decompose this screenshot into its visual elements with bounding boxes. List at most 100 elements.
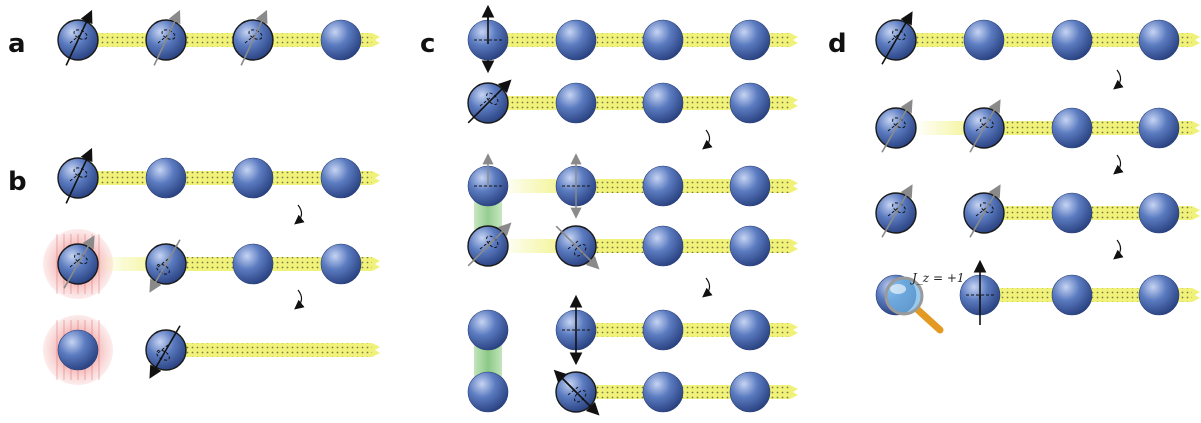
sphere-body — [642, 19, 684, 61]
measurement-label: J_z = +1 — [909, 271, 965, 285]
bloch-dash — [567, 386, 579, 396]
site-sphere — [1051, 274, 1093, 316]
bloch-dash — [157, 34, 169, 44]
transition-arrow-icon — [294, 204, 305, 225]
site-sphere — [1138, 107, 1180, 149]
site-sphere — [145, 325, 187, 379]
site-sphere — [555, 225, 600, 270]
bloch-dash — [244, 34, 256, 44]
bond-band — [62, 33, 372, 47]
spin-arrow-icon — [553, 369, 577, 393]
bond-band-end — [1192, 206, 1200, 220]
site-sphere — [875, 99, 917, 153]
spin-arrow-icon — [65, 147, 93, 204]
sphere-body — [729, 165, 771, 207]
bond-band-fading — [500, 239, 560, 253]
site-sphere — [320, 243, 362, 285]
site-sphere — [729, 82, 771, 124]
transition-arrow-icon — [1113, 69, 1124, 90]
panel-label-c: c — [420, 29, 435, 59]
sphere-body — [467, 309, 509, 351]
bond-band-end — [790, 33, 798, 47]
bloch-dash — [69, 172, 81, 182]
bloch-dash — [69, 258, 81, 268]
sphere-body — [1051, 19, 1093, 61]
spin-chain-diagram — [43, 4, 1200, 416]
bloch-dash — [975, 122, 987, 132]
site-sphere — [555, 19, 597, 61]
sphere-body — [642, 225, 684, 267]
spin-arrow-icon — [969, 184, 1001, 238]
site-sphere — [729, 19, 771, 61]
transition-arrow-icon — [702, 277, 713, 298]
bloch-dash — [479, 240, 491, 250]
site-sphere — [57, 9, 99, 66]
bloch-dash — [887, 34, 899, 44]
site-sphere — [642, 371, 684, 413]
bond-band — [160, 343, 372, 357]
site-sphere — [467, 79, 512, 124]
site-sphere — [875, 184, 917, 238]
bond-band — [880, 33, 1192, 47]
spin-arrow-icon — [240, 9, 268, 66]
sphere-body — [467, 371, 509, 413]
bond-band-fading — [914, 121, 972, 135]
spin-arrow-icon — [467, 222, 512, 267]
sphere-body — [320, 19, 362, 61]
site-sphere — [145, 239, 187, 293]
bloch-dash — [887, 122, 899, 132]
transition-arrow-icon — [294, 289, 305, 310]
bond-band-end — [372, 171, 380, 185]
site-sphere — [642, 19, 684, 61]
sphere-body — [729, 19, 771, 61]
sphere-body — [963, 19, 1005, 61]
site-sphere — [1138, 19, 1180, 61]
site-sphere — [145, 9, 187, 66]
bloch-dash — [479, 97, 491, 107]
bond-band-end — [1192, 121, 1200, 135]
sphere-body — [1051, 107, 1093, 149]
bond-band-end — [372, 343, 380, 357]
bond-band-end — [790, 179, 798, 193]
site-sphere — [57, 147, 99, 204]
spin-arrow-icon — [881, 99, 913, 153]
spin-arrow-icon — [63, 235, 95, 289]
site-sphere — [1138, 192, 1180, 234]
sphere-body — [555, 82, 597, 124]
spin-arrow-icon — [467, 79, 512, 124]
bloch-dash — [157, 258, 169, 268]
bond-band-end — [790, 239, 798, 253]
panel-label-d: d — [828, 29, 847, 59]
bond-band-end — [790, 96, 798, 110]
spin-arrow-icon — [881, 184, 913, 238]
panel-label-a: a — [8, 29, 26, 59]
site-sphere — [729, 309, 771, 351]
sphere-body — [57, 329, 99, 371]
transition-arrow-icon — [702, 129, 713, 150]
site-sphere — [1051, 192, 1093, 234]
sphere-body — [642, 371, 684, 413]
bloch-dash — [69, 34, 81, 44]
spin-arrow-icon — [149, 325, 181, 379]
site-sphere — [1138, 274, 1180, 316]
spin-arrow-icon — [149, 239, 181, 293]
bloch-dash — [975, 207, 987, 217]
sphere-body — [1051, 192, 1093, 234]
sphere-body — [729, 309, 771, 351]
site-sphere — [320, 19, 362, 61]
site-sphere — [57, 235, 99, 289]
sphere-body — [1138, 274, 1180, 316]
site-sphere — [232, 243, 274, 285]
bond-band — [470, 33, 790, 47]
sphere-body — [232, 157, 274, 199]
sphere-body — [729, 371, 771, 413]
sphere-body — [729, 82, 771, 124]
sphere-body — [555, 19, 597, 61]
spin-arrow-icon — [153, 9, 181, 66]
site-sphere — [467, 309, 509, 351]
bloch-dash — [157, 344, 169, 354]
sphere-body — [1138, 192, 1180, 234]
site-sphere — [729, 225, 771, 267]
sphere-body — [642, 82, 684, 124]
